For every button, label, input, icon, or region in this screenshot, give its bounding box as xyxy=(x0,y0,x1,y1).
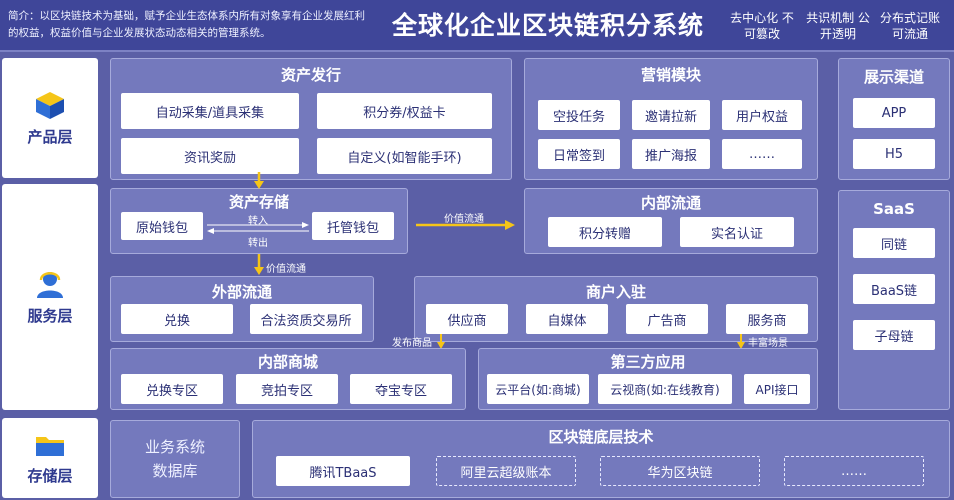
chip-cloud-vision: 云视商(如:在线教育) xyxy=(598,374,732,404)
chip-exchange-zone: 兑换专区 xyxy=(121,374,223,404)
value-flow-label-right: 价值流通 xyxy=(444,214,484,225)
chip-exchange: 兑换 xyxy=(121,304,233,334)
issue-to-storage-arrow xyxy=(254,172,264,189)
chip-aliyun-ledger: 阿里云超级账本 xyxy=(436,456,576,486)
publish-goods-arrow xyxy=(437,334,445,349)
feature-decentralized: 去中心化 不可篡改 xyxy=(730,11,794,41)
enrich-scenes-arrow xyxy=(737,334,745,349)
value-flow-arrow-right xyxy=(416,220,515,230)
chip-api: API接口 xyxy=(744,374,810,404)
chip-more-blockchain: …… xyxy=(784,456,924,486)
saas-title: SaaS xyxy=(873,200,915,218)
layer-service: 服务层 xyxy=(2,184,98,410)
chip-licensed-exchange: 合法资质交易所 xyxy=(250,304,362,334)
layer-product-label: 产品层 xyxy=(27,127,73,146)
chip-points-gift: 积分转赠 xyxy=(548,217,662,247)
chip-self-media: 自媒体 xyxy=(526,304,608,334)
chip-auction-zone: 竞拍专区 xyxy=(236,374,338,404)
user-icon xyxy=(37,271,63,298)
chip-tencent-tbaas: 腾讯TBaaS xyxy=(276,456,410,486)
chip-daily-checkin: 日常签到 xyxy=(538,139,620,169)
chip-airdrop: 空投任务 xyxy=(538,100,620,130)
layer-service-label: 服务层 xyxy=(27,306,73,325)
business-db-line1: 业务系统 xyxy=(144,438,205,456)
chip-huawei-blockchain: 华为区块链 xyxy=(600,456,760,486)
chip-user-rights: 用户权益 xyxy=(722,100,802,130)
chip-app: APP xyxy=(853,98,935,128)
external-circulation-title: 外部流通 xyxy=(211,283,272,301)
chip-more-marketing: …… xyxy=(722,139,802,169)
internal-mall-title: 内部商城 xyxy=(257,353,318,371)
chip-real-name: 实名认证 xyxy=(680,217,794,247)
blockchain-base-title: 区块链底层技术 xyxy=(548,428,654,446)
chip-original-wallet: 原始钱包 xyxy=(121,212,203,240)
chip-parent-child-chain: 子母链 xyxy=(853,320,935,350)
value-flow-arrow-down xyxy=(254,254,264,275)
transfer-out-label: 转出 xyxy=(248,238,268,249)
folder-icon xyxy=(36,436,64,456)
chip-h5: H5 xyxy=(853,139,935,169)
feature-consensus: 共识机制 公开透明 xyxy=(806,11,870,41)
chip-advertiser: 广告商 xyxy=(626,304,708,334)
transfer-arrows xyxy=(207,222,309,234)
chip-news-reward: 资讯奖励 xyxy=(121,138,299,174)
chip-service-provider: 服务商 xyxy=(726,304,808,334)
internal-circulation-title: 内部流通 xyxy=(640,194,701,212)
chip-custody-wallet: 托管钱包 xyxy=(312,212,394,240)
chip-points-coupon: 积分券/权益卡 xyxy=(317,93,492,129)
business-db-line2: 数据库 xyxy=(152,462,198,480)
cube-icon xyxy=(36,91,64,119)
chip-invite: 邀请拉新 xyxy=(632,100,710,130)
chip-cloud-platform: 云平台(如:商城) xyxy=(487,374,589,404)
marketing-title: 营销模块 xyxy=(640,66,701,84)
page-title: 全球化企业区块链积分系统 xyxy=(391,11,704,40)
layer-storage-label: 存储层 xyxy=(27,466,73,485)
chip-same-chain: 同链 xyxy=(853,228,935,258)
chip-auto-collect: 自动采集/道具采集 xyxy=(121,93,299,129)
third-party-title: 第三方应用 xyxy=(610,353,686,371)
chip-treasure-zone: 夺宝专区 xyxy=(350,374,452,404)
chip-supplier: 供应商 xyxy=(426,304,508,334)
chip-baas-chain: BaaS链 xyxy=(853,274,935,304)
layer-storage: 存储层 xyxy=(2,418,98,498)
enrich-scenes-label: 丰富场景 xyxy=(748,338,788,349)
layer-product: 产品层 xyxy=(2,58,98,178)
display-channel-title: 展示渠道 xyxy=(863,68,924,86)
publish-goods-label: 发布商品 xyxy=(392,338,432,349)
value-flow-label-down: 价值流通 xyxy=(266,264,306,275)
header-bar xyxy=(0,0,954,52)
intro-text: 简介：以区块链技术为基础，赋予企业生态体系内所有对象享有企业发展红利的权益，权益… xyxy=(8,10,365,39)
feature-distributed-ledger: 分布式记账 可流通 xyxy=(879,11,940,41)
merchant-title: 商户入驻 xyxy=(585,283,646,301)
asset-issue-title: 资产发行 xyxy=(280,66,341,84)
chip-custom: 自定义(如智能手环) xyxy=(317,138,492,174)
transfer-in-label: 转入 xyxy=(248,216,268,227)
chip-poster: 推广海报 xyxy=(632,139,710,169)
asset-storage-title: 资产存储 xyxy=(228,193,289,211)
panel-business-db: 业务系统 数据库 xyxy=(110,420,240,498)
